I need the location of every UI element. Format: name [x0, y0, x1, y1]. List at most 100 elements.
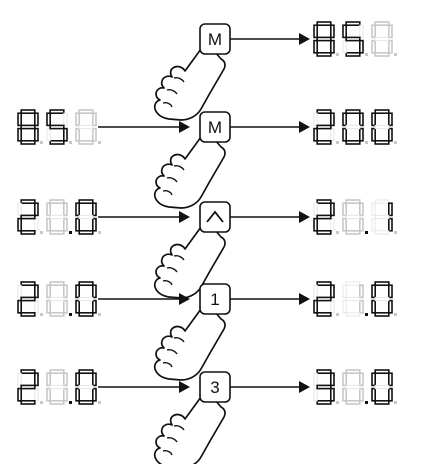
segment-g [345, 36, 361, 42]
segment-c [34, 388, 39, 402]
segment-e [371, 299, 377, 314]
segment-b [92, 202, 97, 217]
segment-a [345, 109, 361, 115]
digit-1 [313, 21, 335, 57]
digit-2 [342, 21, 364, 57]
segment-d [316, 311, 332, 317]
segment-b [387, 112, 393, 127]
arrow [98, 293, 190, 305]
segment-f [342, 112, 348, 127]
segment-g [374, 384, 390, 390]
segment-e [313, 299, 319, 314]
segment-b [387, 24, 393, 39]
segment-a [49, 109, 65, 115]
segment-g [49, 384, 65, 390]
segment-e [313, 217, 319, 232]
segment-g [316, 124, 332, 130]
output-display [313, 281, 397, 317]
segment-c [92, 299, 97, 314]
segment-e [342, 300, 347, 314]
segment-b [63, 112, 68, 126]
decimal-dot [98, 141, 101, 144]
pointing-hand-icon [153, 222, 226, 299]
segment-f [313, 24, 319, 39]
segment-g [316, 36, 332, 42]
segment-e [75, 387, 81, 402]
segment-b [33, 202, 39, 217]
segment-f [313, 284, 318, 298]
segment-g [345, 296, 361, 302]
segment-f [17, 372, 22, 386]
segment-d [78, 311, 94, 317]
segment-f [371, 24, 377, 39]
segment-b [62, 202, 68, 217]
key-button-m[interactable]: M [199, 23, 231, 55]
segment-f [75, 284, 81, 299]
up-key-button[interactable] [199, 201, 231, 233]
digit-1 [17, 281, 39, 317]
digit-1 [17, 369, 39, 405]
step-row-3 [17, 199, 397, 299]
key-button-3[interactable]: 3 [199, 371, 231, 403]
segment-d [49, 311, 65, 317]
segment-c [330, 218, 335, 232]
pointing-hand-icon [153, 44, 226, 121]
output-display [313, 21, 397, 57]
key-button-1[interactable]: 1 [199, 283, 231, 315]
segment-f [46, 112, 52, 127]
segment-e [342, 40, 347, 54]
arrow [230, 293, 310, 305]
segment-f [75, 112, 81, 127]
segment-a [345, 21, 361, 27]
input-display [17, 281, 101, 317]
segment-g [316, 296, 332, 302]
segment-f [17, 112, 23, 127]
digit-1 [313, 199, 335, 235]
decimal-dot [69, 313, 72, 316]
segment-e [46, 387, 52, 402]
segment-c [387, 39, 393, 54]
segment-f [371, 202, 376, 216]
segment-g [316, 214, 332, 220]
segment-c [92, 387, 97, 402]
segment-a [78, 369, 94, 375]
segment-e [46, 299, 52, 314]
segment-c [62, 217, 68, 232]
decimal-dot [336, 313, 339, 316]
segment-d [374, 399, 390, 405]
segment-a [374, 281, 390, 287]
segment-d [345, 312, 361, 317]
decimal-dot [365, 313, 368, 316]
segment-c [358, 387, 364, 402]
segment-g [374, 296, 390, 302]
segment-e [342, 127, 348, 142]
output-display [313, 109, 397, 145]
segment-b [358, 372, 364, 387]
digit-3 [75, 369, 97, 405]
segment-a [345, 369, 361, 375]
digit-3 [371, 21, 393, 57]
decimal-dot [69, 401, 72, 404]
segment-g [49, 296, 65, 302]
segment-g [20, 384, 36, 390]
key-button-m[interactable]: M [199, 111, 231, 143]
step-row-2: M [17, 109, 397, 209]
segment-c [387, 127, 393, 142]
segment-b [329, 202, 335, 217]
decimal-dot [40, 313, 43, 316]
decimal-dot [40, 231, 43, 234]
segment-f [46, 202, 52, 217]
digit-1 [313, 369, 335, 405]
segment-b [33, 284, 39, 299]
digit-3 [371, 199, 393, 235]
decimal-dot [394, 313, 397, 316]
segment-g [374, 36, 390, 42]
segment-a [78, 281, 94, 287]
segment-e [371, 39, 377, 54]
segment-a [345, 199, 361, 205]
segment-a [374, 109, 390, 115]
segment-b [92, 112, 97, 127]
input-display [17, 369, 101, 405]
segment-d [316, 399, 332, 405]
arrow [98, 121, 190, 133]
